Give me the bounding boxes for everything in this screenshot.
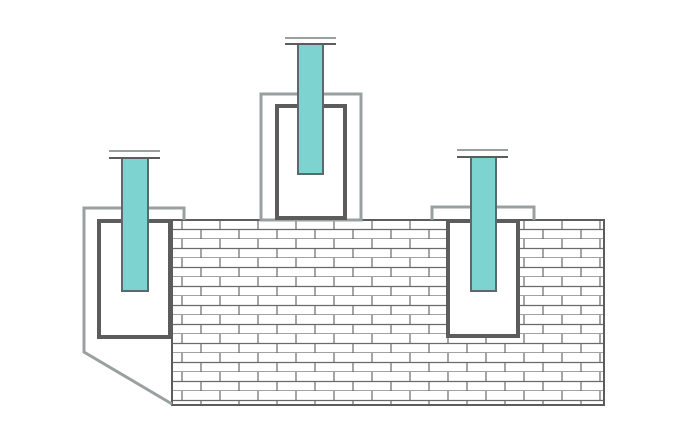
right-socket	[430, 149, 536, 338]
left-rod	[121, 157, 149, 292]
center-rod	[297, 43, 324, 175]
left-socket	[82, 150, 186, 406]
center-socket	[259, 37, 363, 222]
brick-wall	[171, 219, 605, 406]
left-outline	[82, 206, 186, 406]
right-rod	[470, 156, 497, 292]
